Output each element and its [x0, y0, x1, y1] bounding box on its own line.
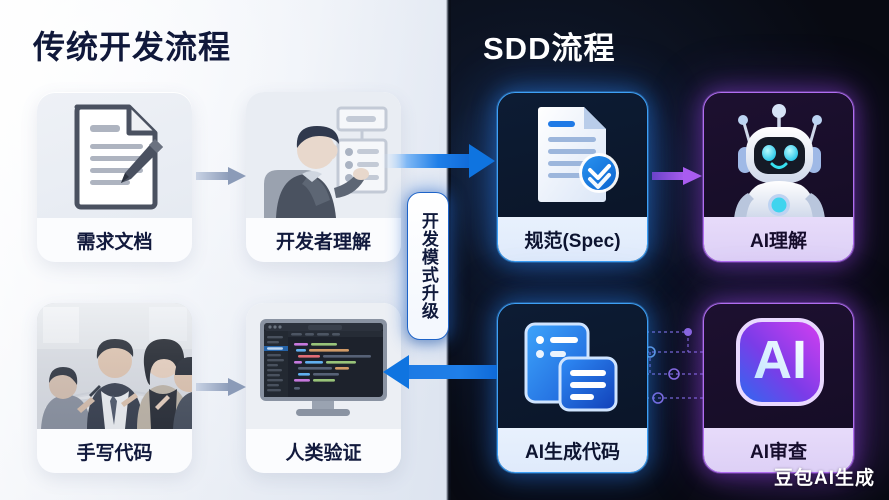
watermark: 豆包AI生成 — [773, 468, 875, 489]
card-label: AI理解 — [704, 217, 853, 261]
page-title-right: SDD流程 — [483, 31, 616, 66]
arrow-cross-top — [381, 141, 497, 181]
card-label: 需求文档 — [37, 218, 192, 262]
arrow-spec-ai — [652, 165, 704, 187]
card-handwritten-code[interactable]: 手写代码 — [37, 303, 192, 473]
document-pencil-icon — [74, 104, 163, 210]
card-label: 开发者理解 — [246, 218, 401, 262]
card-spec[interactable]: 规范(Spec) — [497, 92, 648, 262]
card-art — [246, 303, 401, 429]
arrow-cross-bot — [381, 352, 497, 392]
card-requirement-document[interactable]: 需求文档 — [37, 92, 192, 262]
card-ai-review[interactable]: AI AI审查 — [703, 303, 854, 473]
card-human-verification[interactable]: 人类验证 — [246, 303, 401, 473]
card-art — [37, 303, 192, 429]
card-label: 手写代码 — [37, 429, 192, 473]
card-label: AI生成代码 — [498, 428, 647, 472]
ai-badge-icon: AI — [736, 318, 824, 406]
circuit-connector-lines — [640, 328, 710, 404]
card-label: 规范(Spec) — [498, 217, 647, 261]
robot-icon — [734, 104, 825, 217]
svg-text:AI: AI — [753, 330, 807, 390]
page-title-left: 传统开发流程 — [33, 29, 232, 65]
arrow-req-dev — [196, 165, 248, 187]
card-ai-generated-code[interactable]: AI生成代码 — [497, 303, 648, 473]
center-label-text: 开发模式升级 — [418, 212, 438, 320]
card-art — [498, 93, 647, 217]
document-verified-icon — [538, 107, 619, 202]
card-label: 人类验证 — [246, 429, 401, 473]
team-meeting-photo — [37, 303, 192, 429]
card-art — [246, 92, 401, 218]
card-art — [37, 92, 192, 218]
monitor-code-icon — [246, 303, 401, 429]
arrow-hand-human — [196, 376, 248, 398]
code-panels-icon — [524, 322, 618, 412]
card-ai-understanding[interactable]: AI理解 — [703, 92, 854, 262]
card-developer-understanding[interactable]: 开发者理解 — [246, 92, 401, 262]
developer-reading-icon — [246, 92, 401, 218]
card-art — [498, 304, 647, 428]
card-label: AI审查 — [704, 428, 853, 472]
center-label-upgrade: 开发模式升级 — [407, 192, 449, 340]
card-art: AI — [704, 304, 853, 428]
card-art — [704, 93, 853, 217]
